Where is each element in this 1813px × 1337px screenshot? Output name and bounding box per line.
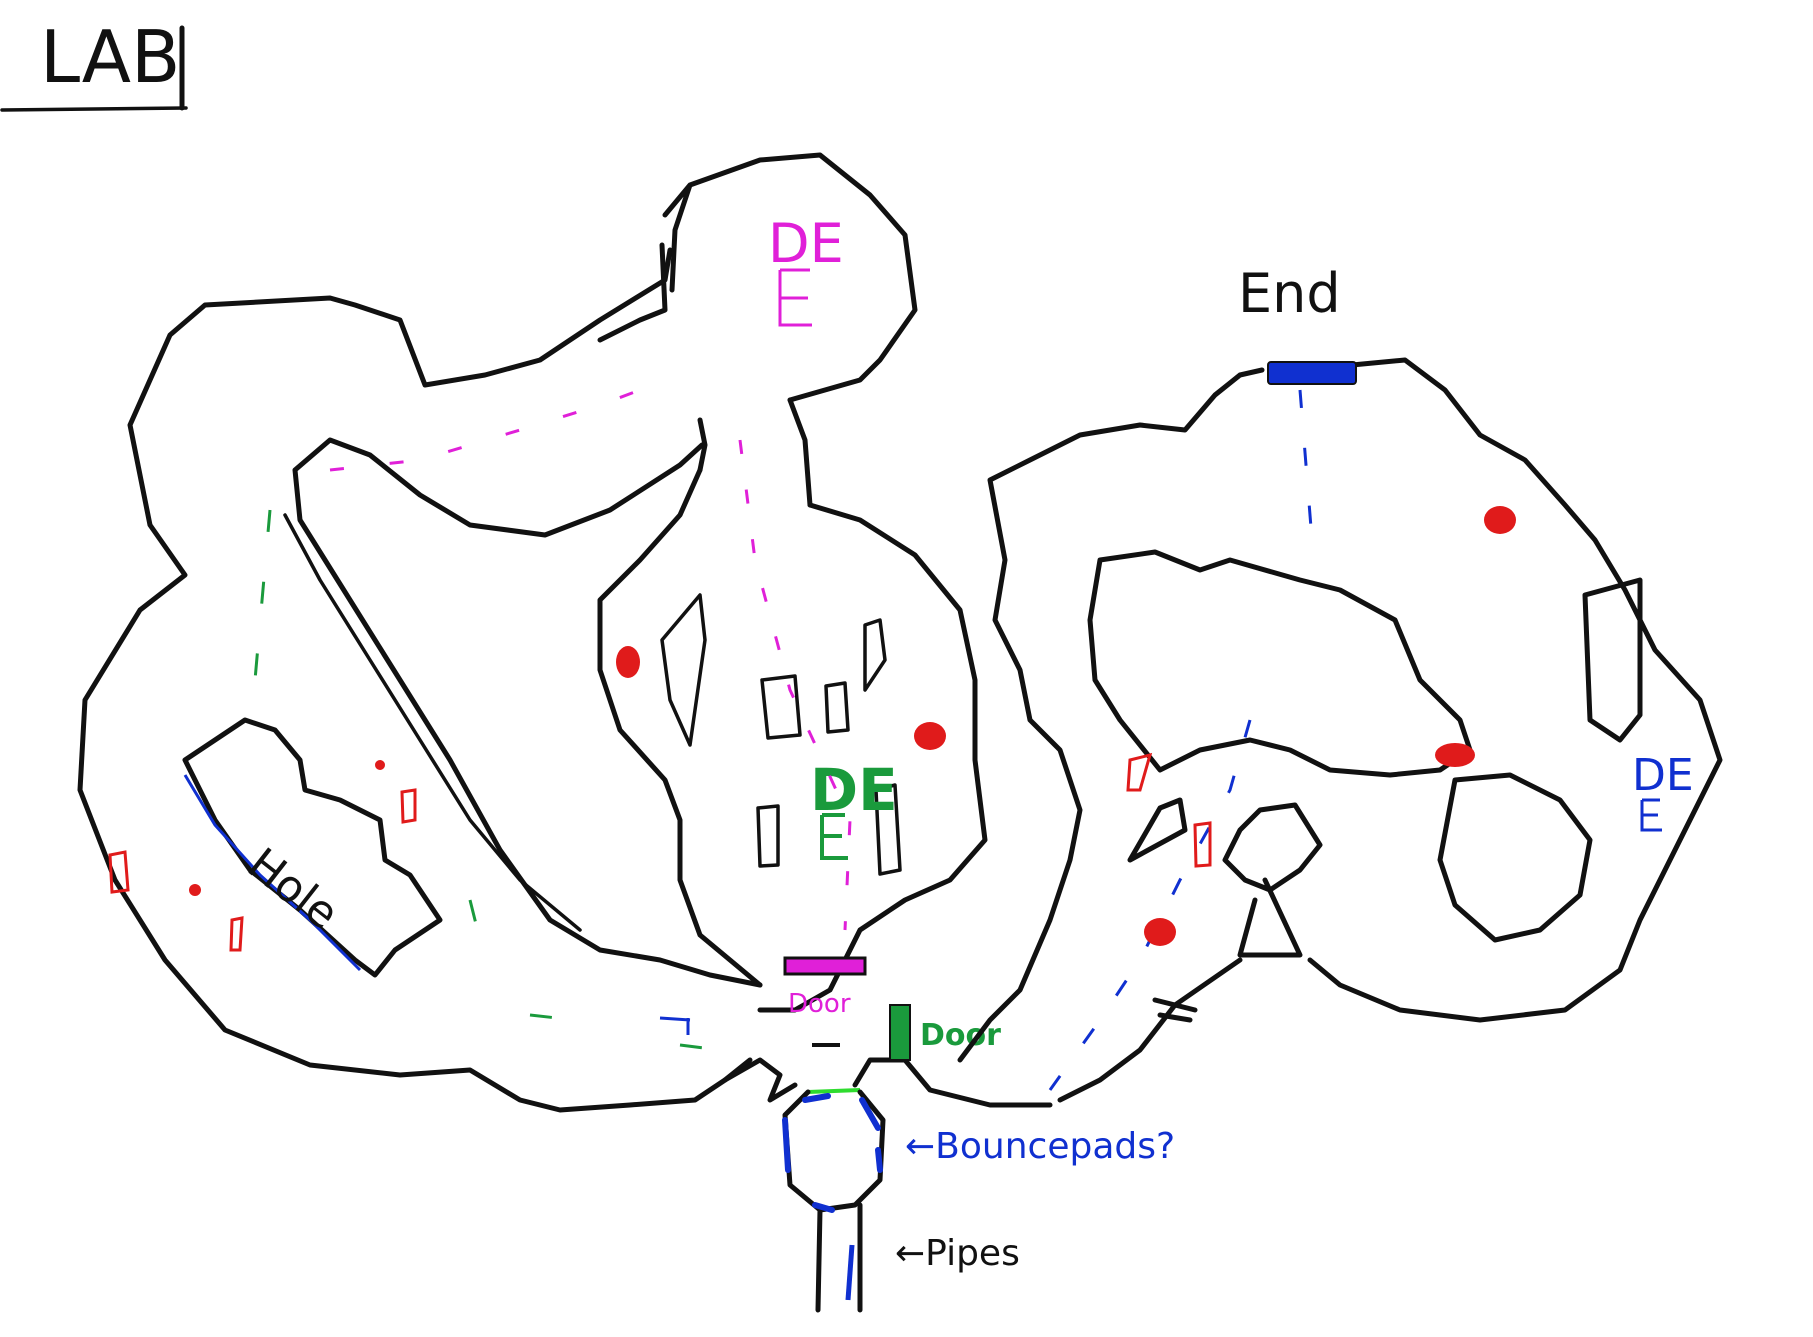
enemy-box: [229, 916, 244, 952]
right-corridor-structure: [1222, 802, 1323, 958]
path-blue-hub: [659, 1016, 691, 1035]
page-title: LAB: [40, 15, 180, 99]
end-door[interactable]: [1267, 361, 1357, 385]
bouncepad[interactable]: [782, 1093, 883, 1213]
enemy-box: [1193, 821, 1212, 868]
end-label: End: [1238, 262, 1341, 325]
door-lime[interactable]: [807, 1088, 861, 1094]
center-room-top-left: [697, 417, 708, 473]
hole-blue-edge: [183, 774, 362, 972]
pipes-label: ←Pipes: [895, 1233, 1020, 1274]
center-room-marker: DE: [810, 756, 898, 824]
hole-label: Hole: [238, 838, 348, 939]
center-pillar: [824, 681, 850, 734]
enemy-box: [400, 788, 417, 824]
right-pillar: [1582, 577, 1643, 743]
path-magenta-left: [329, 388, 641, 472]
title-underline: [0, 106, 188, 112]
pipe-line: [1057, 957, 1243, 1103]
right-area-wall: [957, 357, 1723, 1063]
right-inner-loop: [1087, 549, 1473, 778]
pipe[interactable]: [845, 1244, 855, 1301]
path-blue-right: [1048, 389, 1314, 1091]
enemy-box: [108, 850, 130, 894]
path-magenta-center: [738, 439, 852, 931]
center-room-wall: [597, 467, 988, 1013]
top-room-e-mark: [778, 268, 812, 327]
bouncepads-label: ←Bouncepads?: [905, 1126, 1175, 1167]
right-pillar-2: [1127, 797, 1188, 863]
enemy-dot: [616, 646, 640, 678]
door-top-label: Door: [788, 989, 851, 1019]
right-inner-hole: [1437, 772, 1593, 943]
enemy-dot: [914, 722, 946, 750]
enemy-dot: [375, 760, 385, 770]
enemy-dot: [189, 884, 201, 896]
enemy-boxes: [108, 752, 1212, 952]
pipe-junction: [1152, 997, 1198, 1023]
enemies: [189, 506, 1516, 946]
enemy-box: [1126, 752, 1153, 792]
center-room-top-right: [787, 397, 813, 508]
right-area-marker: DE: [1632, 750, 1694, 801]
center-pillar: [756, 804, 780, 868]
center-pillar: [760, 674, 802, 740]
center-pillar: [863, 618, 887, 692]
top-room-wall: [662, 152, 918, 403]
top-room-marker: DE: [768, 212, 844, 275]
hole-outline: [182, 717, 443, 978]
enemy-dot: [1435, 743, 1475, 767]
center-pillar: [660, 593, 707, 747]
door-magenta[interactable]: [783, 956, 867, 976]
left-corridor-inner-wall-2: [283, 513, 582, 932]
enemy-dot: [1484, 506, 1516, 534]
left-corridor-inner-wall: [292, 437, 763, 988]
center-pillar: [874, 783, 902, 876]
hub-wall: [722, 1057, 1053, 1108]
center-room-e-mark: [820, 813, 848, 860]
left-area-outer-wall: [77, 242, 753, 1113]
path-green-left: [253, 509, 721, 1052]
door-green[interactable]: [889, 1004, 911, 1061]
enemy-dot: [1144, 918, 1176, 946]
right-area-e-mark: [1640, 798, 1662, 832]
bouncepad-chamber: [782, 1089, 886, 1313]
